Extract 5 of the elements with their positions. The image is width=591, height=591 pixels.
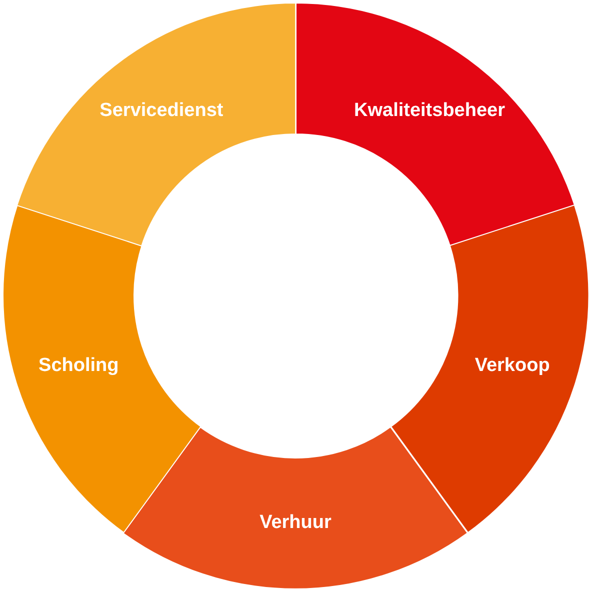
segment-label: Kwaliteitsbeheer: [354, 100, 505, 122]
segment-label: Verhuur: [260, 512, 332, 534]
segment-label: Verkoop: [474, 354, 550, 377]
segment-label: Scholing: [38, 354, 119, 377]
segment-label: Servicedienst: [100, 100, 224, 122]
